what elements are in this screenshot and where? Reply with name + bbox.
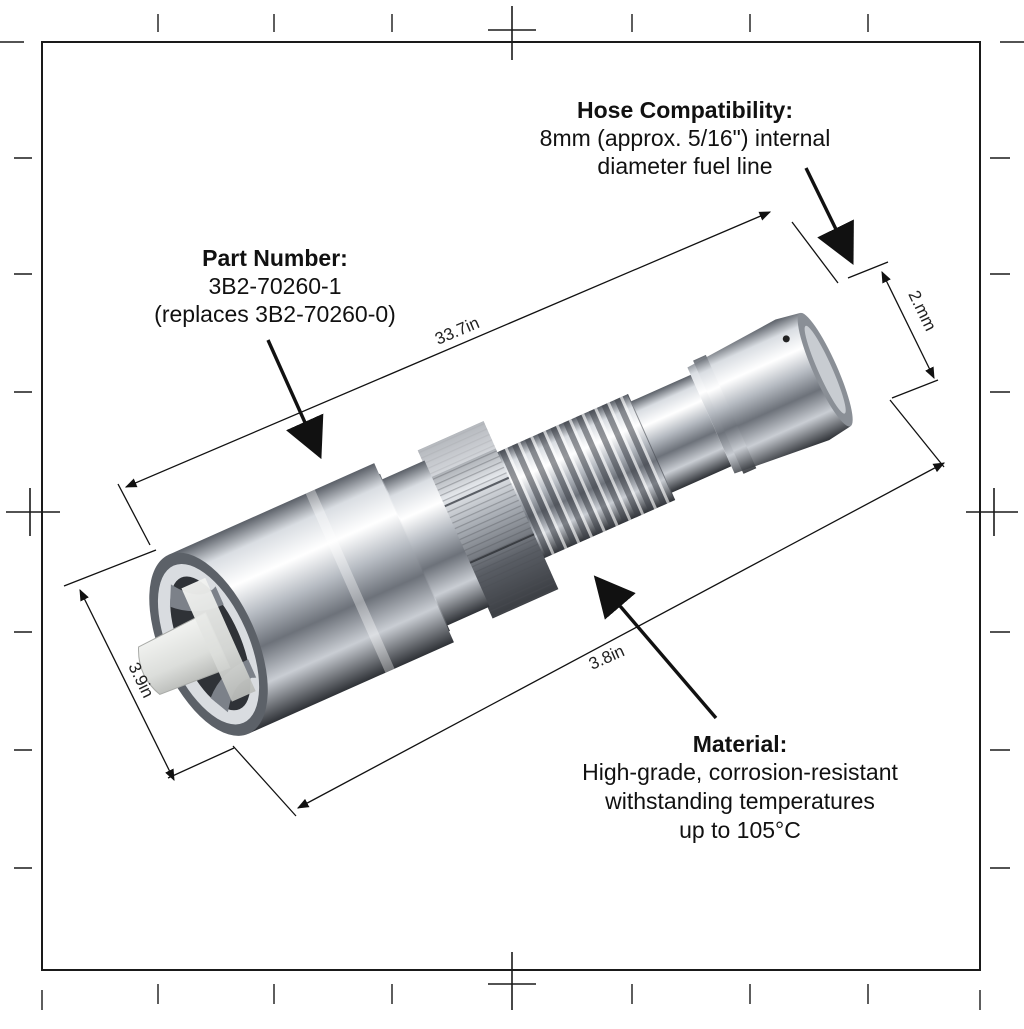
hose-callout-arrow bbox=[804, 167, 854, 266]
material-callout-arrow bbox=[593, 575, 718, 720]
callout-title: Hose Compatibility: bbox=[577, 97, 793, 123]
callout-line: 3B2-70260-1 bbox=[208, 273, 342, 299]
dimension-lines bbox=[63, 211, 946, 817]
callout-hose-compatibility: Hose Compatibility: 8mm (approx. 5/16") … bbox=[470, 96, 900, 180]
callout-line: (replaces 3B2-70260-0) bbox=[154, 301, 396, 327]
callout-line: High-grade, corrosion-resistant bbox=[582, 759, 898, 785]
dimension-label-tip-diameter: 2.mm bbox=[904, 287, 940, 334]
fuel-connector-illustration bbox=[138, 312, 853, 736]
drawing-frame bbox=[41, 41, 981, 971]
dimension-label-length-bottom: 3.8in bbox=[586, 641, 627, 673]
callout-line: diameter fuel line bbox=[597, 153, 773, 179]
edge-ticks bbox=[0, 14, 1024, 1010]
callout-title: Material: bbox=[692, 731, 788, 757]
registration-marks bbox=[6, 6, 1018, 1010]
callout-title: Part Number: bbox=[202, 245, 348, 271]
callout-line: withstanding temperatures bbox=[605, 788, 875, 814]
callout-line: 8mm (approx. 5/16") internal bbox=[539, 125, 831, 151]
callout-arrows bbox=[266, 167, 854, 720]
callout-line: up to 105°C bbox=[679, 817, 801, 843]
callout-part-number: Part Number: 3B2-70260-1 (replaces 3B2-7… bbox=[95, 244, 455, 328]
part-callout-arrow bbox=[266, 339, 324, 460]
callout-material: Material: High-grade, corrosion-resistan… bbox=[520, 730, 960, 845]
